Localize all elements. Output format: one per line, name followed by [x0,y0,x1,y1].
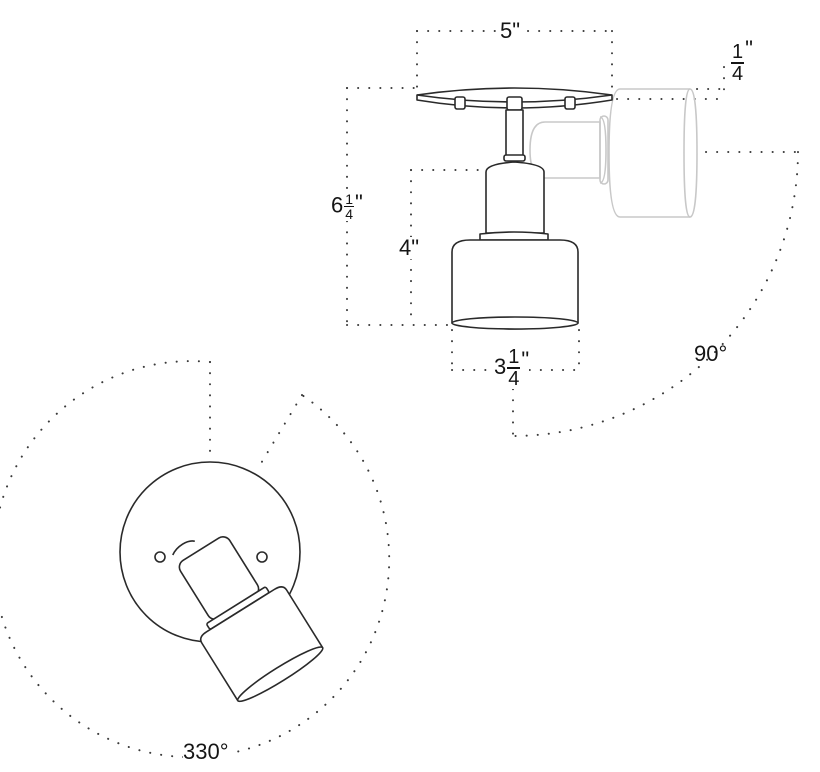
shade-height-unit: " [411,235,420,260]
tilt-angle-label: 90° [694,343,727,365]
fraction-denominator: 4 [345,206,354,222]
canopy-thickness-label: 1 4 " [730,38,753,85]
side-view-fixture [416,87,613,330]
fraction-numerator: 1 [344,191,355,207]
fraction-denominator: 4 [732,63,744,85]
shade-height-value: 4 [399,235,412,260]
front-view-fixture [119,461,324,703]
overall-height-unit: " [355,190,363,215]
fraction-numerator: 1 [507,346,521,369]
shade-diameter-whole: 3 [494,353,507,379]
overall-height-whole: 6 [331,192,344,218]
dimension-lines [0,30,799,759]
shade-diameter-fraction: 1 4 [507,346,521,390]
overall-height-label: 6 1 4 " [331,192,363,221]
fraction-denominator: 4 [508,368,520,390]
shade-diameter-unit: " [521,347,530,372]
rotation-angle-label: 330° [183,741,229,763]
shade-diameter-label: 3 1 4 " [494,346,530,390]
overall-height-fraction: 1 4 [344,191,355,222]
fraction-numerator: 1 [731,41,745,64]
tilt-angle-value: 90° [694,341,728,366]
ghost-tilted-shade [529,88,698,218]
canopy-width-unit: " [512,18,521,43]
canopy-width-value: 5 [500,18,513,43]
canopy-thickness-fraction: 1 4 [731,41,745,85]
shade-height-label: 4" [399,235,420,260]
rotation-angle-value: 330° [183,739,229,764]
canopy-thickness-unit: " [745,36,753,61]
canopy-width-label: 5" [500,18,521,43]
